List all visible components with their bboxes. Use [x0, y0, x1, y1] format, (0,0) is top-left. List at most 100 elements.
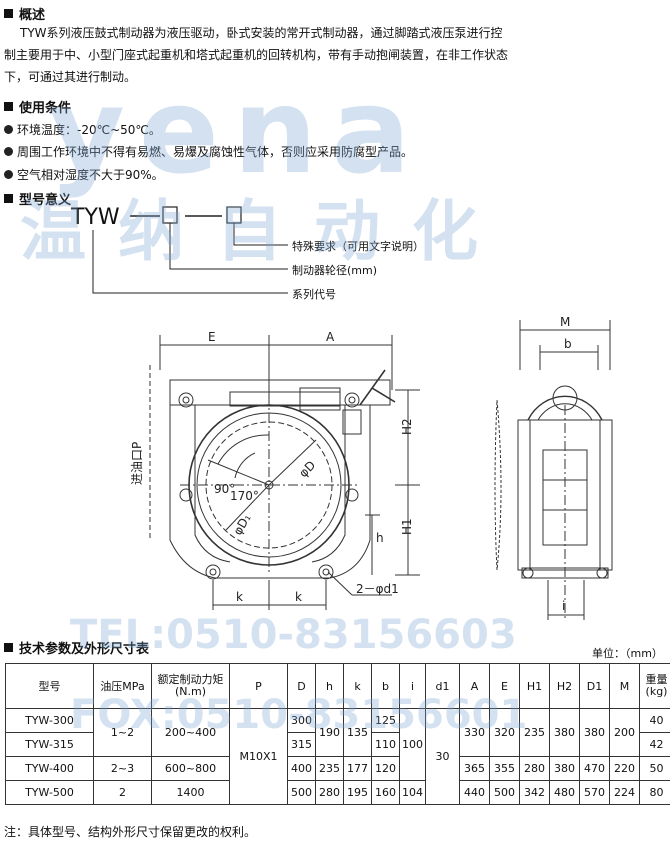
svg-text:φD: φD [296, 458, 318, 480]
svg-text:b: b [564, 337, 572, 351]
header-cell: i [399, 663, 426, 709]
cell-pressure: 2 [93, 780, 152, 805]
cell-h1: 235 [519, 708, 550, 757]
cell-torque: 200~400 [151, 708, 230, 757]
cell-k: 195 [343, 780, 372, 805]
spec-table: 型号 油压MPa 额定制动力矩 (N.m) P D h k b i d1 A E… [5, 663, 670, 805]
overview-line-1: TYW系列液压鼓式制动器为液压驱动，卧式安装的常开式制动器，通过脚踏式液压泵进行… [20, 26, 503, 40]
model-meaning-title: 型号意义 [4, 189, 71, 208]
cell-d1-dia: 570 [579, 780, 610, 805]
cell-a: 365 [459, 756, 490, 781]
cell-d: 500 [287, 780, 316, 805]
svg-text:H2: H2 [400, 418, 414, 435]
svg-text:进油口P: 进油口P [130, 442, 144, 485]
header-cell: D [287, 663, 316, 709]
cell-i: 104 [399, 780, 426, 805]
header-cell: 油压MPa [93, 663, 152, 709]
section-square-icon [4, 102, 13, 111]
brake-drawing: E A M b H2 H1 h k k i 2－φd1 φD φD₁ 90° 1… [130, 315, 613, 620]
table-header-row: 型号 油压MPa 额定制动力矩 (N.m) P D h k b i d1 A E… [5, 663, 670, 709]
cell-h2: 380 [549, 708, 580, 757]
model-label-special: 特殊要求（可用文字说明） [292, 240, 424, 253]
section-square-icon [4, 194, 13, 203]
svg-text:h: h [376, 531, 384, 545]
model-label-diameter: 制动器轮径(mm) [292, 264, 378, 277]
cell-torque: 1400 [151, 780, 230, 805]
svg-text:H1: H1 [400, 518, 414, 535]
header-cell: H2 [549, 663, 580, 709]
cell-a: 330 [459, 708, 490, 757]
spec-title: 技术参数及外形尺寸表 [4, 638, 149, 657]
spec-unit: 单位：（mm） [592, 647, 663, 660]
cell-k: 177 [343, 756, 372, 781]
cell-h1: 342 [519, 780, 550, 805]
cell-b: 120 [371, 756, 400, 781]
cell-m: 220 [609, 756, 640, 781]
header-cell: 型号 [5, 663, 94, 709]
header-cell: 重量 (kg) [639, 663, 670, 709]
cell-b: 125 [371, 708, 400, 733]
svg-text:i: i [562, 599, 565, 613]
model-code-diagram [92, 206, 288, 294]
svg-text:k: k [236, 590, 243, 604]
cell-pressure: 1~2 [93, 708, 152, 757]
svg-text:A: A [326, 330, 335, 344]
header-cell: b [371, 663, 400, 709]
svg-text:M: M [560, 315, 570, 329]
bullet-icon [4, 147, 13, 156]
footnote: 注：具体型号、结构外形尺寸保留更改的权利。 [4, 825, 257, 839]
svg-text:2－φd1: 2－φd1 [356, 582, 399, 596]
overview-line-2: 制主要用于中、小型门座式起重机和塔式起重机的回转机构，带有手动抱闸装置，在非工作… [4, 48, 509, 62]
cell-weight: 40 [639, 708, 670, 733]
cell-torque: 600~800 [151, 756, 230, 781]
cell-h: 280 [315, 780, 344, 805]
header-cell: h [315, 663, 344, 709]
cell-weight: 42 [639, 732, 670, 757]
cell-d: 400 [287, 756, 316, 781]
header-cell: H1 [519, 663, 550, 709]
cell-d1: 30 [425, 708, 460, 805]
cell-model: TYW-400 [5, 756, 94, 781]
cell-model: TYW-315 [5, 732, 94, 757]
svg-text:E: E [208, 330, 216, 344]
cell-d1-dia: 380 [579, 708, 610, 757]
cell-d: 315 [287, 732, 316, 757]
cell-m: 224 [609, 780, 640, 805]
condition-item: 空气相对湿度不大于90%。 [4, 166, 164, 183]
header-cell: E [489, 663, 520, 709]
header-cell: A [459, 663, 490, 709]
condition-item: 环境温度：-20℃~50℃。 [4, 121, 161, 138]
cell-b: 160 [371, 780, 400, 805]
cell-d1-dia: 470 [579, 756, 610, 781]
header-cell: M [609, 663, 640, 709]
table-row: TYW-500 2 1400 500 280 195 160 104 440 5… [5, 780, 670, 805]
cell-i: 100 [399, 708, 426, 781]
condition-item: 周围工作环境中不得有易燃、易爆及腐蚀性气体，否则应采用防腐型产品。 [4, 143, 413, 160]
cell-e: 355 [489, 756, 520, 781]
cell-model: TYW-500 [5, 780, 94, 805]
section-square-icon [4, 643, 13, 652]
cell-h2: 380 [549, 756, 580, 781]
header-cell: P [229, 663, 288, 709]
conditions-title: 使用条件 [4, 97, 71, 116]
model-label-series: 系列代号 [292, 288, 336, 301]
cell-h: 190 [315, 708, 344, 757]
cell-weight: 50 [639, 756, 670, 781]
header-cell: d1 [425, 663, 460, 709]
cell-h2: 480 [549, 780, 580, 805]
svg-text:90°: 90° [214, 482, 235, 496]
svg-text:170°: 170° [230, 489, 259, 503]
header-cell: k [343, 663, 372, 709]
cell-d: 300 [287, 708, 316, 733]
cell-weight: 80 [639, 780, 670, 805]
cell-p: M10X1 [229, 708, 288, 805]
overview-title: 概述 [4, 4, 45, 23]
svg-text:k: k [295, 590, 302, 604]
section-square-icon [4, 9, 13, 18]
model-code-prefix: TYW [71, 205, 120, 230]
bullet-icon [4, 125, 13, 134]
overview-line-3: 下，可通过其进行制动。 [4, 70, 137, 84]
header-cell: 额定制动力矩 (N.m) [151, 663, 230, 709]
cell-m: 200 [609, 708, 640, 757]
cell-a: 440 [459, 780, 490, 805]
